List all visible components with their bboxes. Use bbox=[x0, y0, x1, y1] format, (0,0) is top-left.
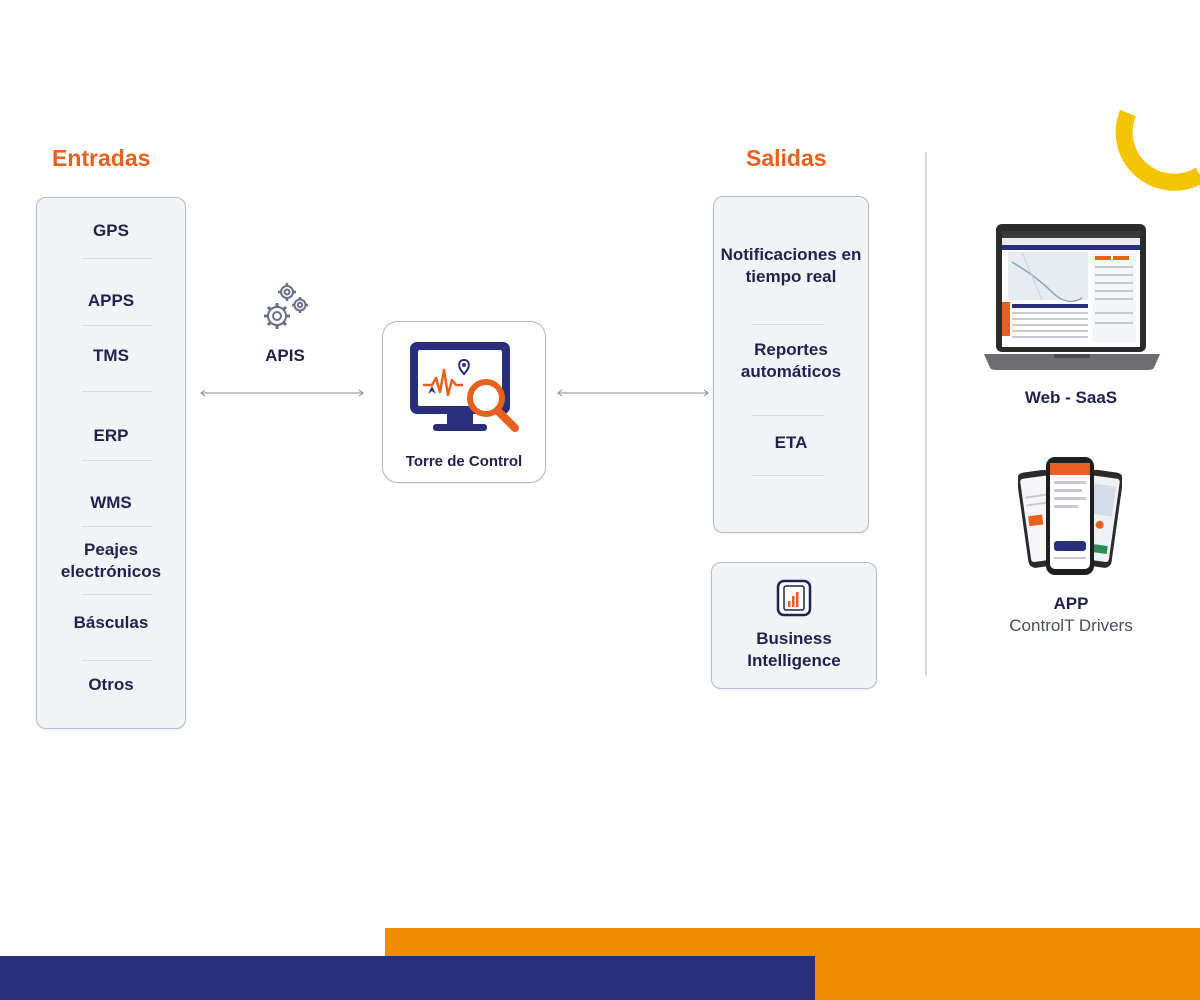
separator bbox=[82, 660, 152, 661]
separator bbox=[82, 526, 152, 527]
separator bbox=[752, 475, 824, 476]
separator bbox=[752, 324, 824, 325]
control-tower-box: Torre de Control bbox=[382, 321, 546, 483]
output-item-eta: ETA bbox=[774, 433, 808, 452]
input-item-apps: APPS bbox=[87, 291, 135, 310]
output-item-notifications: Notificaciones en tiempo real bbox=[720, 245, 862, 286]
app-label: APP bbox=[1053, 594, 1089, 613]
chart-icon bbox=[776, 579, 812, 617]
input-item-gps: GPS bbox=[93, 221, 129, 240]
vertical-divider bbox=[925, 152, 927, 676]
inputs-connector-arrow bbox=[200, 389, 364, 397]
business-intelligence-box: Business Intelligence bbox=[711, 562, 877, 689]
input-item-basculas: Básculas bbox=[73, 613, 149, 632]
separator bbox=[82, 325, 152, 326]
separator bbox=[82, 594, 152, 595]
input-item-tms: TMS bbox=[93, 346, 129, 365]
input-item-peajes: Peajes electrónicos bbox=[60, 540, 162, 581]
inputs-panel: GPS APPS TMS ERP WMS Peajes electrónicos… bbox=[36, 197, 186, 729]
yellow-arc-decoration bbox=[1115, 109, 1200, 191]
separator bbox=[752, 415, 824, 416]
inputs-title: Entradas bbox=[52, 145, 151, 171]
web-saas-label: Web - SaaS bbox=[1024, 388, 1118, 407]
input-item-erp: ERP bbox=[93, 426, 129, 445]
separator bbox=[82, 460, 152, 461]
monitor-search-icon bbox=[410, 342, 519, 432]
outputs-title: Salidas bbox=[746, 145, 827, 171]
outputs-panel: Notificaciones en tiempo real Reportes a… bbox=[713, 196, 869, 533]
business-intelligence-label: Business Intelligence bbox=[747, 629, 841, 670]
input-item-otros: Otros bbox=[88, 675, 134, 694]
apis-label: APIS bbox=[265, 346, 305, 365]
output-item-reports: Reportes automáticos bbox=[740, 340, 842, 381]
app-sublabel: ControlT Drivers bbox=[1009, 616, 1133, 635]
laptop-image bbox=[984, 224, 1160, 370]
gears-icon bbox=[264, 283, 308, 329]
input-item-wms: WMS bbox=[90, 493, 132, 512]
bottom-navy-bar bbox=[0, 956, 815, 1000]
control-tower-label: Torre de Control bbox=[405, 453, 523, 470]
phones-image bbox=[1018, 457, 1122, 575]
outputs-connector-arrow bbox=[557, 389, 709, 397]
separator bbox=[82, 258, 152, 259]
separator bbox=[82, 391, 152, 392]
